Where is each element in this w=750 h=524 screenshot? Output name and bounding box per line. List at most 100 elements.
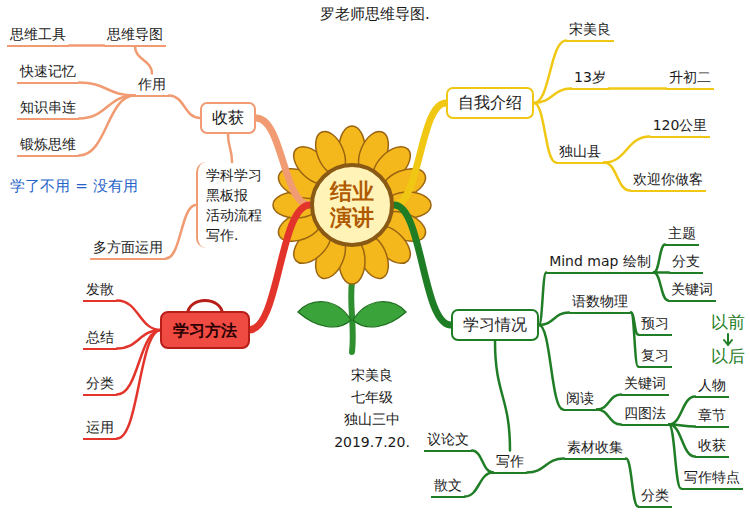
- topic-text: 写作: [493, 451, 527, 474]
- node-text: 复习: [641, 346, 669, 364]
- branch-line: [539, 325, 563, 410]
- topic-text: 章节: [695, 405, 729, 428]
- flower-stem: [351, 282, 353, 352]
- branch-line: [631, 313, 638, 367]
- branch-line: [394, 103, 446, 205]
- node-text: 13岁: [574, 68, 606, 86]
- node-text: 学习方法: [173, 321, 237, 341]
- node-text: 学习情况: [463, 315, 527, 335]
- topic-text: 知识串连: [17, 97, 79, 120]
- node-text: 关键词: [671, 280, 713, 298]
- topic-text: 总结: [83, 327, 117, 350]
- branch-line: [69, 44, 104, 47]
- branch-line: [79, 96, 135, 156]
- branch-line: [597, 395, 621, 410]
- branch-box: 学习情况: [451, 309, 539, 341]
- branch-line: [654, 273, 668, 301]
- branch-line: [228, 134, 232, 162]
- branch-line: [394, 205, 451, 325]
- topic-text: 运用: [83, 417, 117, 440]
- branch-line: [527, 459, 564, 473]
- leaf: [298, 302, 351, 327]
- node-text: 独山县: [559, 142, 601, 160]
- node-text: 运用: [86, 418, 114, 436]
- node-text: 阅读: [566, 389, 594, 407]
- topic-text: 语数物理: [569, 291, 631, 314]
- topic-text: 锻炼思维: [17, 134, 79, 157]
- bag-shape-box: 学习方法: [161, 312, 249, 348]
- branch-line: [597, 410, 621, 425]
- signature-text: 独山三中: [344, 411, 400, 429]
- node-text: 分支: [672, 252, 700, 270]
- node-text: 升初二: [669, 68, 711, 86]
- topic-text: 议论文: [424, 429, 472, 452]
- node-text: 结业 演讲: [328, 179, 376, 232]
- topic-text: 关键词: [668, 279, 716, 302]
- topic-text: 四图法: [621, 403, 669, 426]
- branch-line: [495, 341, 510, 451]
- branch-line: [465, 473, 493, 497]
- topic-text: 素材收集: [564, 437, 626, 460]
- branch-line: [539, 313, 569, 326]
- branch-line: [249, 205, 310, 330]
- node-text: 学科学习: [206, 165, 262, 185]
- node-text: 散文: [434, 476, 462, 494]
- topic-text: 快速记忆: [17, 61, 79, 84]
- branch-line: [669, 397, 695, 425]
- branch-line: [135, 47, 152, 74]
- node-text: 多方面运用: [93, 238, 163, 256]
- node-text: 思维工具: [10, 25, 66, 43]
- topic-text: Mind map 绘制: [546, 251, 654, 274]
- topic-text: 思维导图: [104, 24, 166, 47]
- topic-text: 分类: [83, 373, 117, 396]
- branch-line: [166, 205, 196, 259]
- branch-line: [654, 245, 665, 273]
- topic-text: 阅读: [563, 388, 597, 411]
- topic-text: 人物: [695, 375, 729, 398]
- topic-text: 主题: [665, 223, 699, 246]
- node-text: 素材收集: [567, 438, 623, 456]
- node-text: 黑板报: [206, 185, 262, 205]
- branch-line: [534, 103, 556, 163]
- signature-text: 宋美良: [351, 367, 393, 385]
- map-title: 罗老师思维导图.: [320, 5, 430, 24]
- node-text: 收获: [212, 108, 244, 128]
- node-text: 欢迎你做客: [633, 170, 703, 188]
- topic-text: 欢迎你做客: [630, 169, 706, 192]
- branch-line: [79, 83, 135, 96]
- branch-line: [604, 163, 630, 191]
- signature-text: 七年级: [351, 389, 393, 407]
- node-text: 人物: [698, 376, 726, 394]
- node-text: 语数物理: [572, 292, 628, 310]
- topic-text: 13岁: [571, 67, 609, 90]
- branch-line: [472, 451, 493, 473]
- bag-body: [161, 312, 249, 348]
- node-text: Mind map 绘制: [549, 252, 651, 270]
- branch-line: [609, 87, 666, 90]
- node-text: 预习: [641, 314, 669, 332]
- node-text: 自我介绍: [458, 93, 522, 113]
- down-arrow: [724, 334, 732, 345]
- node-text: 议论文: [427, 430, 469, 448]
- node-text: 主题: [668, 224, 696, 242]
- handwritten-note: 以前: [711, 311, 745, 334]
- node-text: 写作特点: [684, 468, 740, 486]
- node-text: 分类: [86, 374, 114, 392]
- branch-line: [169, 96, 200, 119]
- topic-text: 分类: [638, 485, 672, 508]
- node-text: 总结: [86, 328, 114, 346]
- node-text: 作用: [138, 75, 166, 93]
- branch-line: [604, 137, 650, 163]
- branch-line: [117, 330, 161, 439]
- branch-line: [534, 41, 566, 104]
- node-text: 写作.: [206, 225, 262, 245]
- topic-text: 作用: [135, 74, 169, 97]
- petals: [273, 126, 431, 284]
- node-text: 活动流程: [206, 205, 262, 225]
- node-text: 知识串连: [20, 98, 76, 116]
- topic-text: 预习: [638, 313, 672, 336]
- branch-line: [539, 273, 546, 326]
- node-text: 快速记忆: [20, 62, 76, 80]
- node-text: 章节: [698, 406, 726, 424]
